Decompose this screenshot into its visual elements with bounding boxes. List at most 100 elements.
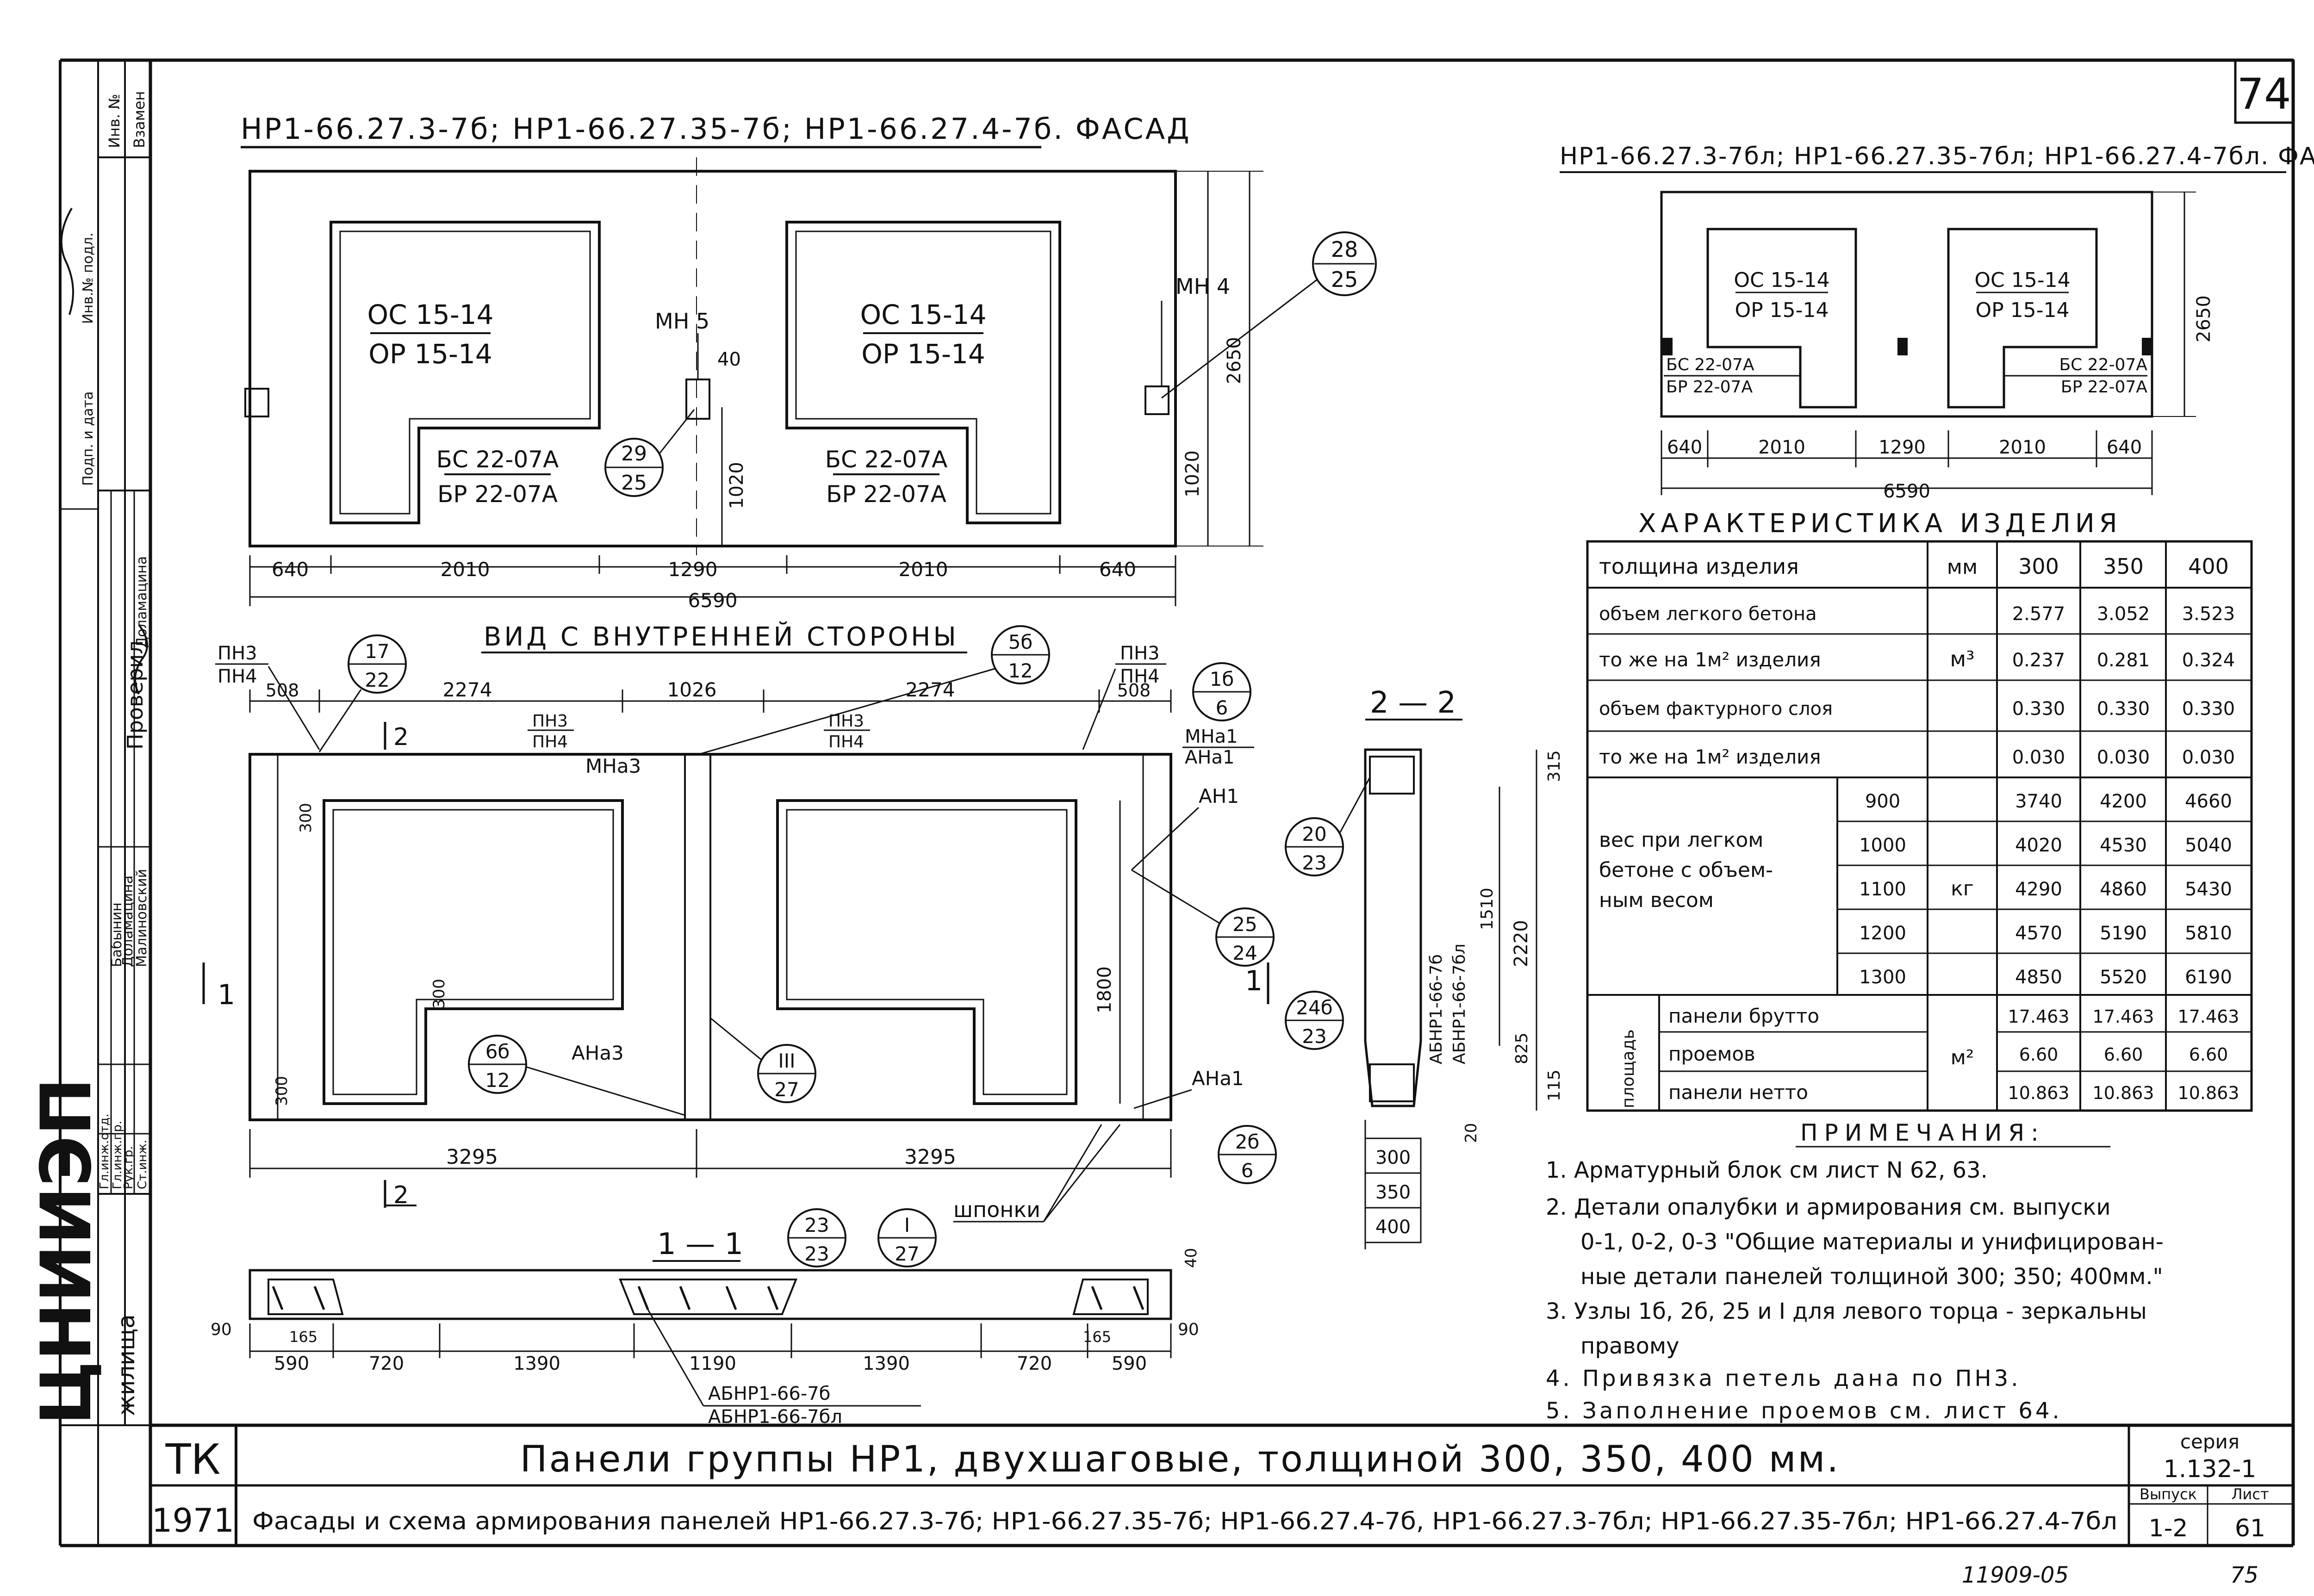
dim-165: 165 <box>1083 1328 1111 1346</box>
door-label-top: БС 22-07А <box>1666 355 1754 374</box>
weight-value: 4660 <box>2185 791 2232 812</box>
unit-m3: м³ <box>1950 646 1974 671</box>
density: 900 <box>1865 791 1900 812</box>
dim-section: 590 <box>274 1353 309 1374</box>
note-line: 4. Привязка петель дана по ПН3. <box>1546 1366 2021 1391</box>
year-label: 1971 <box>152 1502 234 1540</box>
title-block: ТК 1971 Панели группы НР1, двухшаговые, … <box>150 1423 2293 1546</box>
callout-number: 6 <box>1241 1159 1254 1182</box>
callout-number: 23 <box>804 1242 829 1265</box>
callout-number: 24 <box>1232 942 1257 964</box>
dim-section: 1190 <box>689 1353 736 1374</box>
callout-number: 12 <box>1008 659 1033 682</box>
note-line: 0-1, 0-2, 0-3 "Общие материалы и унифици… <box>1580 1229 2164 1255</box>
signature-mark <box>134 624 148 695</box>
embedded-part <box>1145 385 1169 415</box>
header-cell: мм <box>1947 555 1978 579</box>
note-line: ные детали панелей толщиной 300; 350; 40… <box>1580 1264 2163 1290</box>
label-mna1: МНа1 <box>1185 726 1238 747</box>
pn-label-mid: ПН4 <box>828 733 864 751</box>
stamp-name-2: Доламацина <box>120 876 136 967</box>
dim-top: 2274 <box>443 678 492 701</box>
note-line: 5. Заполнение проемов см. лист 64. <box>1546 1398 2062 1424</box>
label-mn4: МН 4 <box>1176 274 1230 299</box>
series-value: 1.132-1 <box>2164 1455 2257 1483</box>
weight-label: вес при легком <box>1599 828 1763 852</box>
section-1-1: 1 — 1 40 590 720 1390 1190 1390 720 590 … <box>211 1208 1201 1428</box>
dim-300: 300 <box>430 979 448 1009</box>
row-value: 0.330 <box>2182 698 2235 720</box>
dim-165: 165 <box>289 1328 317 1346</box>
dim-bottom: 1290 <box>1879 437 1926 458</box>
door-label-bottom: БР 22-07А <box>826 481 946 508</box>
door-label-top: БС 22-07А <box>825 446 948 473</box>
section-1-marker: 1 <box>1245 965 1263 997</box>
issue-value: 1-2 <box>2149 1515 2188 1542</box>
block-label: АБНР1-66-7бл <box>708 1406 842 1428</box>
dim-1800: 1800 <box>1094 966 1115 1013</box>
label-ana3: АНа3 <box>572 1042 624 1064</box>
check-title: Проверил <box>123 640 148 750</box>
callout-number: 6 <box>1216 696 1228 719</box>
page-number: 74 <box>2237 69 2291 119</box>
sign-label: Подп. и дата <box>80 391 96 486</box>
callout-bubble <box>604 438 664 497</box>
area-value: 6.60 <box>2104 1044 2143 1065</box>
inner-view-title: ВИД С ВНУТРЕННЕЙ СТОРОНЫ <box>484 621 959 652</box>
org-suffix: жилища <box>113 1314 140 1416</box>
area-row-name: проемов <box>1668 1043 1755 1065</box>
dim-section: 1390 <box>863 1353 910 1374</box>
callout-number: 28 <box>1331 237 1358 262</box>
label-ana1: АНа1 <box>1192 1067 1244 1090</box>
embedded-part <box>1662 338 1673 355</box>
series-label: серия <box>2180 1430 2239 1453</box>
section-22-title: 2 — 2 <box>1370 686 1456 720</box>
weight-value: 4020 <box>2015 835 2062 856</box>
row-value: 3.052 <box>2097 603 2150 625</box>
weight-value: 6190 <box>2185 967 2232 988</box>
pn-label-left: ПН3 <box>218 643 257 664</box>
facade-mirror: НР1-66.27.3-7бл; НР1-66.27.35-7бл; НР1-6… <box>1560 143 2314 502</box>
sheet-subtitle: Фасады и схема армирования панелей НР1-6… <box>252 1508 2117 1535</box>
label-an1: АН1 <box>1199 785 1239 807</box>
weight-value: 4530 <box>2100 835 2147 856</box>
org-logo: ЦНИИЭП <box>26 1078 107 1425</box>
area-value: 17.463 <box>2093 1006 2154 1027</box>
weight-value: 3740 <box>2015 791 2062 812</box>
callout-number: 25 <box>1232 913 1257 936</box>
window-label-bottom: ОР 15-14 <box>1975 298 2069 322</box>
note-line: правому <box>1580 1333 1680 1359</box>
row-value: 0.030 <box>2097 747 2150 768</box>
callout-number: 24б <box>1296 996 1332 1019</box>
window-opening-left <box>1706 228 1857 409</box>
rebar-cage-right <box>776 799 1077 1105</box>
header-cell: 300 <box>2018 554 2059 579</box>
footer-number: 75 <box>2230 1562 2258 1588</box>
dim-bottom: 1290 <box>668 558 718 581</box>
weight-value: 5040 <box>2185 835 2232 856</box>
callout-number: 23 <box>1302 1025 1326 1048</box>
block-label: АБНР1-66-7б <box>1427 954 1446 1064</box>
callout-1b: 1б 6 <box>1192 662 1251 721</box>
stamp-name-1: Бабынин <box>109 902 125 967</box>
callout-III: III 27 <box>710 1017 816 1103</box>
window-label-top: ОС 15-14 <box>367 299 493 330</box>
callout-I: I 27 <box>877 1208 937 1267</box>
area-value: 17.463 <box>2008 1006 2070 1027</box>
pn-label-mid: ПН4 <box>532 733 568 751</box>
stamp-row-1: Гл.инж.отд. <box>98 1113 112 1189</box>
label-ana1: АНа1 <box>1185 747 1234 768</box>
thickness-value: 350 <box>1375 1182 1411 1203</box>
callout-number: 23 <box>1302 851 1326 874</box>
area-row-name: панели нетто <box>1668 1081 1808 1104</box>
window-label-bottom: ОР 15-14 <box>861 338 985 370</box>
callout-20: 20 23 <box>1285 777 1371 876</box>
sheet-label: Лист <box>2231 1485 2269 1503</box>
weight-value: 4860 <box>2100 879 2147 900</box>
dim-section: 1390 <box>513 1353 560 1374</box>
inner-view: ВИД С ВНУТРЕННЕЙ СТОРОНЫ 508 2274 1026 2… <box>202 621 1277 1223</box>
weight-value: 4570 <box>2015 923 2062 944</box>
callout-6b: 6б 12 <box>468 1035 685 1116</box>
dim-right: 315 <box>1545 750 1564 782</box>
